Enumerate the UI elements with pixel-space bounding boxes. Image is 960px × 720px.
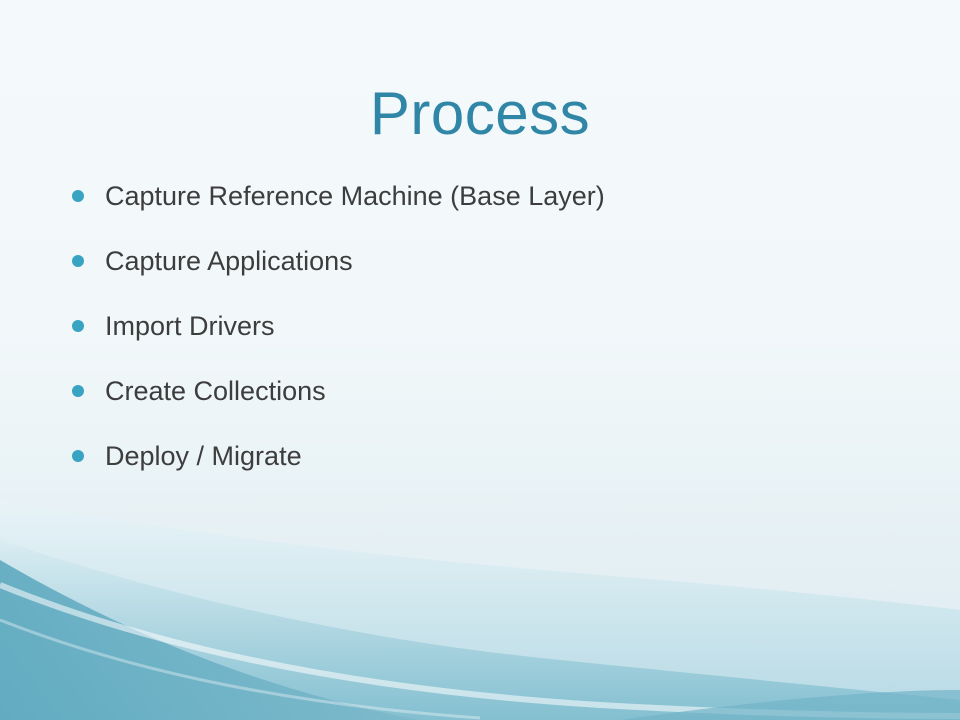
bullet-text: Create Collections <box>105 376 326 406</box>
wave-right-shade <box>620 690 960 720</box>
bullet-list: Capture Reference Machine (Base Layer) C… <box>72 172 605 497</box>
bullet-item: Create Collections <box>72 367 605 432</box>
bullet-dot-icon <box>72 320 84 332</box>
bullet-dot-icon <box>72 255 84 267</box>
bullet-text: Import Drivers <box>105 311 275 341</box>
bullet-dot-icon <box>72 190 84 202</box>
wave-layer-front <box>0 560 420 720</box>
bullet-text: Capture Applications <box>105 246 353 276</box>
bullet-text: Capture Reference Machine (Base Layer) <box>105 181 605 211</box>
bullet-item: Capture Applications <box>72 237 605 302</box>
bullet-item: Deploy / Migrate <box>72 432 605 497</box>
bullet-dot-icon <box>72 385 84 397</box>
bullet-item: Capture Reference Machine (Base Layer) <box>72 172 605 237</box>
bullet-item: Import Drivers <box>72 302 605 367</box>
bullet-text: Deploy / Migrate <box>105 441 302 471</box>
wave-highlight-2 <box>0 618 481 720</box>
slide-title: Process <box>369 80 591 147</box>
bullet-dot-icon <box>72 450 84 462</box>
